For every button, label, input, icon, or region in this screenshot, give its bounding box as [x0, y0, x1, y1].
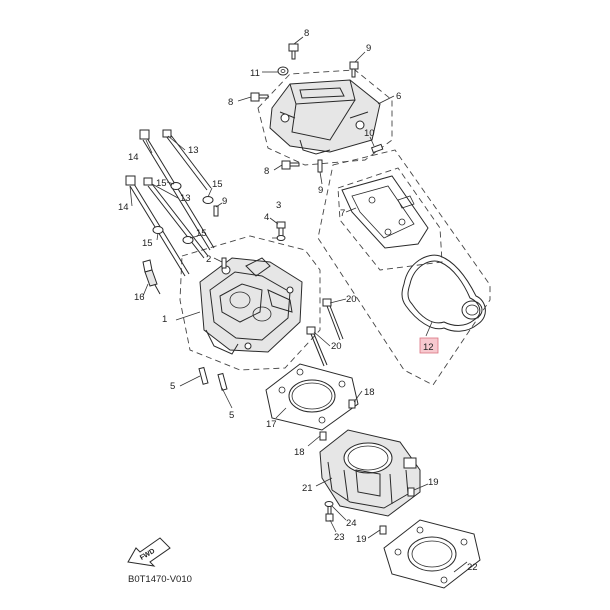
part-label-18[interactable]: 18	[294, 447, 305, 458]
part-label-15[interactable]: 15	[142, 238, 153, 249]
part-label-14[interactable]: 14	[118, 202, 129, 213]
washer-11[interactable]	[277, 66, 289, 76]
washer-24[interactable]	[324, 501, 334, 507]
cylinder-head-gasket-17[interactable]	[265, 363, 359, 431]
stud-bolt-5-b[interactable]	[217, 372, 228, 391]
part-label-8[interactable]: 8	[304, 28, 309, 39]
part-label-2[interactable]: 2	[206, 254, 211, 265]
bolt-8-right[interactable]	[349, 61, 359, 78]
part-label-22[interactable]: 22	[467, 562, 478, 573]
diagram-code: B0T1470-V010	[128, 574, 192, 585]
pin-9-upper[interactable]	[317, 159, 323, 173]
washer-15-b[interactable]	[202, 196, 214, 204]
stud-bolt-13-a[interactable]	[162, 129, 212, 191]
bolt-20-a[interactable]	[322, 298, 344, 341]
part-label-23[interactable]: 23	[334, 532, 345, 543]
cylinder-head[interactable]	[199, 257, 303, 355]
washer-4[interactable]	[276, 235, 286, 241]
part-label-17[interactable]: 17	[266, 419, 277, 430]
bolt-20-b[interactable]	[306, 326, 328, 367]
part-label-9[interactable]: 9	[222, 196, 227, 207]
part-label-8[interactable]: 8	[264, 166, 269, 177]
fwd-arrow-icon: FWD	[127, 537, 171, 567]
part-label-4[interactable]: 4	[264, 212, 269, 223]
washer-15-c[interactable]	[152, 226, 164, 234]
part-label-5[interactable]: 5	[170, 381, 175, 392]
spark-plug-16[interactable]	[142, 259, 161, 295]
part-label-5[interactable]: 5	[229, 410, 234, 421]
part-label-1[interactable]: 1	[162, 314, 167, 325]
part-number-labels: 8 11 8 9 6 10 8 9 7 12 13 14 15 13 15 14…	[118, 28, 478, 573]
part-label-24[interactable]: 24	[346, 518, 357, 529]
part-label-13[interactable]: 13	[188, 145, 199, 156]
stud-bolt-5-a[interactable]	[198, 366, 209, 385]
part-label-3[interactable]: 3	[276, 200, 281, 211]
dowel-pin-19-b[interactable]	[379, 525, 387, 535]
cylinder-head-cover[interactable]	[269, 79, 381, 155]
dowel-pin-10[interactable]	[370, 143, 384, 154]
part-label-20[interactable]: 20	[331, 341, 342, 352]
part-label-15[interactable]: 15	[212, 179, 223, 190]
part-label-19[interactable]: 19	[428, 477, 439, 488]
part-label-15[interactable]: 15	[156, 178, 167, 189]
part-label-6[interactable]: 6	[396, 91, 401, 102]
part-label-14[interactable]: 14	[128, 152, 139, 163]
part-label-10[interactable]: 10	[364, 128, 375, 139]
cylinder-head-cover-gasket-12[interactable]	[401, 254, 486, 332]
bolt-3[interactable]	[276, 221, 286, 237]
cylinder-head-cover-group-outline	[257, 69, 491, 386]
stud-2[interactable]	[221, 257, 227, 269]
dowel-pin-18-b[interactable]	[319, 431, 327, 441]
cylinder-21[interactable]	[319, 429, 421, 517]
leader-lines	[129, 36, 468, 573]
stud-bolt-14-a[interactable]	[139, 129, 215, 251]
part-label-21[interactable]: 21	[302, 483, 313, 494]
part-label-9[interactable]: 9	[318, 185, 323, 196]
part-label-16[interactable]: 16	[134, 292, 145, 303]
bolt-23[interactable]	[325, 504, 334, 522]
part-label-15[interactable]: 15	[196, 228, 207, 239]
part-label-8[interactable]: 8	[228, 97, 233, 108]
bolt-8-lower[interactable]	[281, 160, 300, 170]
stud-bolt-13-b[interactable]	[143, 177, 209, 259]
dowel-pin-19-a[interactable]	[407, 487, 415, 497]
part-label-20[interactable]: 20	[346, 294, 357, 305]
highlight-part-12	[419, 337, 439, 354]
part-label-9[interactable]: 9	[366, 43, 371, 54]
part-label-19[interactable]: 19	[356, 534, 367, 545]
dowel-pin-18-a[interactable]	[348, 399, 356, 409]
part-label-12[interactable]: 12	[423, 342, 434, 353]
part-label-7[interactable]: 7	[340, 208, 345, 219]
part-label-11[interactable]: 11	[250, 68, 260, 79]
bolt-8-top[interactable]	[288, 43, 299, 60]
part-label-13[interactable]: 13	[180, 193, 191, 204]
cylinder-gasket-22[interactable]	[383, 519, 481, 589]
part-label-18[interactable]: 18	[364, 387, 375, 398]
plate-7[interactable]	[341, 175, 429, 249]
pin-9-lower[interactable]	[213, 205, 219, 217]
